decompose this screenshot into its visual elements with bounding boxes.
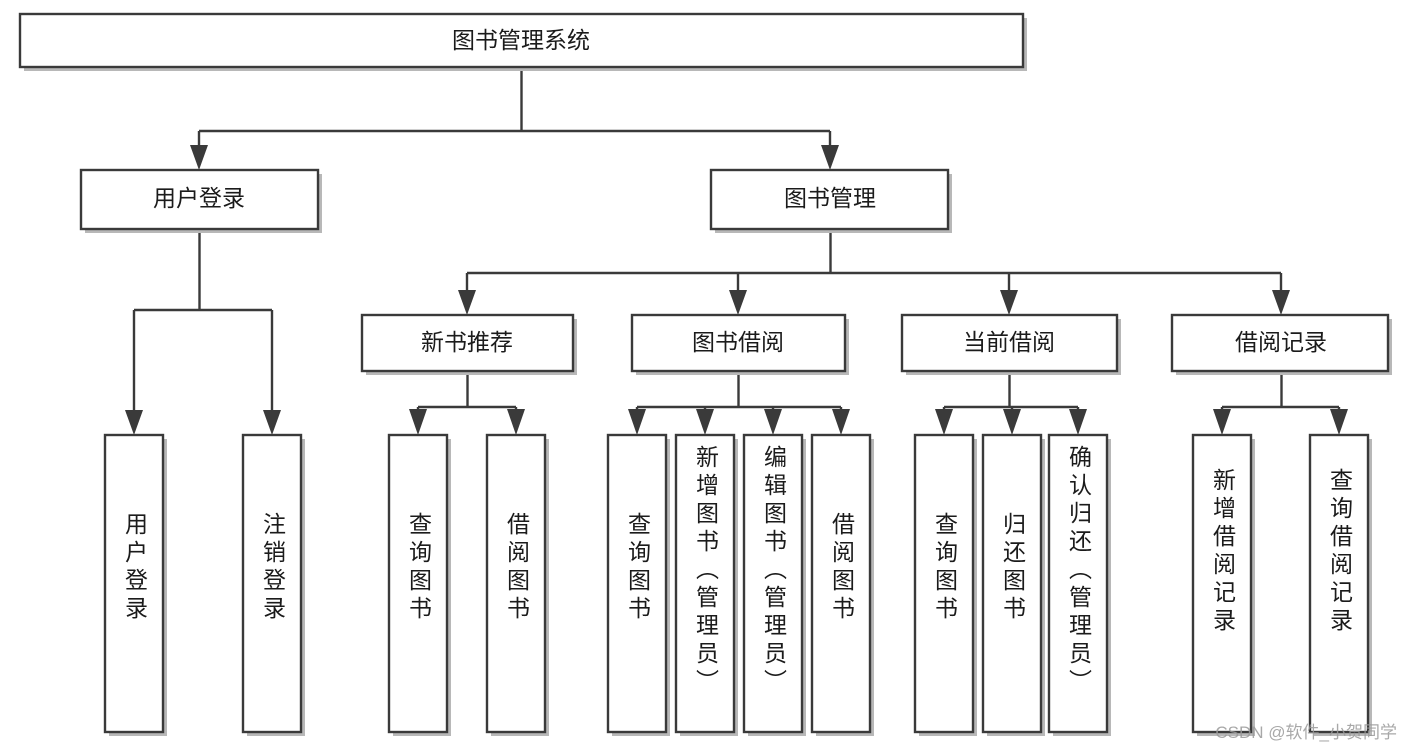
leaf-new-book-2-box[interactable] xyxy=(485,433,547,734)
leaf-node-new-book-2[interactable] xyxy=(485,433,549,736)
leaf-book-borrow-2-box[interactable] xyxy=(674,433,736,734)
arrow-head-leaf-current-borrow-1 xyxy=(935,409,953,435)
node-root-label: 图书管理系统 xyxy=(452,27,590,53)
node-new-book-recommend-box[interactable] xyxy=(360,313,575,373)
leaf-current-borrow-2-box[interactable] xyxy=(981,433,1043,734)
connector-group-borrow-record xyxy=(1213,375,1348,435)
leaf-node-user-login-1[interactable] xyxy=(103,433,167,736)
leaf-node-book-borrow-2[interactable] xyxy=(674,433,738,736)
connector-group-book-manage xyxy=(458,233,1290,315)
arrow-head-leaf-borrow-record-1 xyxy=(1213,409,1231,435)
arrow-head-leaf-current-borrow-2 xyxy=(1003,409,1021,435)
leaf-borrow-record-2-box[interactable] xyxy=(1308,433,1370,734)
leaf-node-current-borrow-3[interactable] xyxy=(1047,433,1111,736)
leaf-node-current-borrow-2[interactable] xyxy=(981,433,1045,736)
arrow-head-leaf-new-book-2 xyxy=(507,409,525,435)
connector-group-current-borrow xyxy=(935,375,1087,435)
arrow-head-borrow-record xyxy=(1272,290,1290,315)
arrow-head-leaf-current-borrow-3 xyxy=(1069,409,1087,435)
leaf-node-borrow-record-1[interactable] xyxy=(1191,433,1255,736)
node-book-borrow[interactable]: 图书借阅 xyxy=(630,313,849,375)
connector-group-user-login xyxy=(125,233,281,435)
connector-group-root xyxy=(190,67,839,170)
leaf-book-borrow-1-box[interactable] xyxy=(606,433,668,734)
leaf-node-user-login-2[interactable] xyxy=(241,433,305,736)
arrow-head-leaf-user-login-2 xyxy=(263,410,281,435)
leaf-node-book-borrow-1[interactable] xyxy=(606,433,670,736)
node-new-book-recommend-label: 新书推荐 xyxy=(421,329,513,355)
leaf-book-borrow-4-box[interactable] xyxy=(810,433,872,734)
arrow-head-user-login xyxy=(190,145,208,170)
leaf-user-login-2-box[interactable] xyxy=(241,433,303,734)
leaf-node-new-book-1[interactable] xyxy=(387,433,451,736)
node-borrow-record[interactable]: 借阅记录 xyxy=(1170,313,1392,375)
arrow-head-leaf-new-book-1 xyxy=(409,409,427,435)
leaf-node-current-borrow-1[interactable] xyxy=(913,433,977,736)
node-current-borrow-box[interactable] xyxy=(900,313,1119,373)
arrow-head-leaf-book-borrow-3 xyxy=(764,409,782,435)
arrow-head-leaf-borrow-record-2 xyxy=(1330,409,1348,435)
node-user-login-box[interactable] xyxy=(79,168,320,231)
arrow-head-book-borrow xyxy=(729,290,747,315)
node-borrow-record-label: 借阅记录 xyxy=(1235,329,1327,355)
node-book-borrow-box[interactable] xyxy=(630,313,847,373)
arrow-head-leaf-book-borrow-1 xyxy=(628,409,646,435)
node-book-manage[interactable]: 图书管理 xyxy=(709,168,952,233)
node-root-box[interactable] xyxy=(18,12,1025,69)
node-current-borrow-label: 当前借阅 xyxy=(963,329,1055,355)
arrow-head-book-manage xyxy=(821,145,839,170)
leaf-borrow-record-1-box[interactable] xyxy=(1191,433,1253,734)
node-book-manage-box[interactable] xyxy=(709,168,950,231)
leaf-current-borrow-1-box[interactable] xyxy=(913,433,975,734)
leaf-node-book-borrow-4[interactable] xyxy=(810,433,874,736)
node-book-borrow-label: 图书借阅 xyxy=(692,329,784,355)
arrow-head-leaf-book-borrow-2 xyxy=(696,409,714,435)
node-root[interactable]: 图书管理系统 xyxy=(18,12,1027,71)
leaf-book-borrow-3-box[interactable] xyxy=(742,433,804,734)
node-current-borrow[interactable]: 当前借阅 xyxy=(900,313,1121,375)
node-new-book-recommend[interactable]: 新书推荐 xyxy=(360,313,577,375)
arrow-head-current-borrow xyxy=(1000,290,1018,315)
connector-group-new-book-recommend xyxy=(409,375,525,435)
arrow-head-leaf-book-borrow-4 xyxy=(832,409,850,435)
leaf-node-borrow-record-2[interactable] xyxy=(1308,433,1372,736)
leaf-user-login-1-box[interactable] xyxy=(103,433,165,734)
arrow-head-new-book-recommend xyxy=(458,290,476,315)
leaf-current-borrow-3-box[interactable] xyxy=(1047,433,1109,734)
leaf-new-book-1-box[interactable] xyxy=(387,433,449,734)
connector-group-book-borrow xyxy=(628,375,850,435)
node-book-manage-label: 图书管理 xyxy=(784,185,876,211)
node-user-login[interactable]: 用户登录 xyxy=(79,168,322,233)
leaf-node-book-borrow-3[interactable] xyxy=(742,433,806,736)
node-borrow-record-box[interactable] xyxy=(1170,313,1390,373)
arrow-head-leaf-user-login-1 xyxy=(125,410,143,435)
node-user-login-label: 用户登录 xyxy=(153,185,245,211)
